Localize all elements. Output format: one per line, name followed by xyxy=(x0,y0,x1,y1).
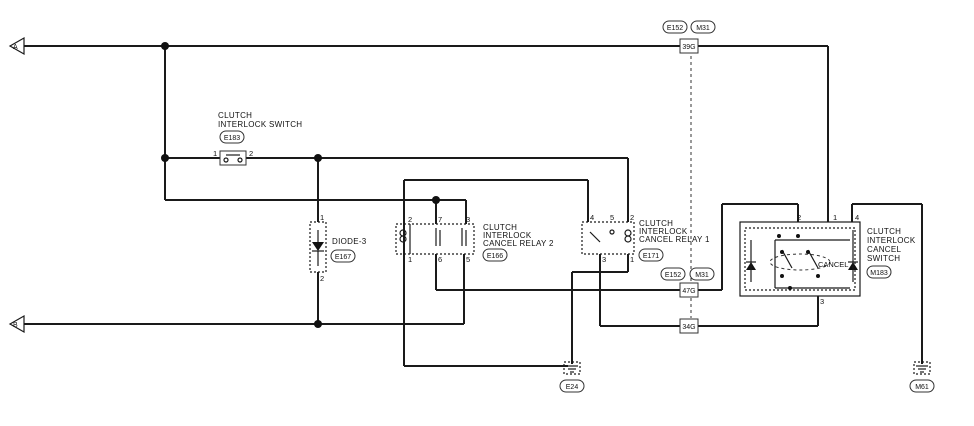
svg-text:INTERLOCK: INTERLOCK xyxy=(483,231,532,240)
svg-text:2: 2 xyxy=(630,213,634,222)
svg-text:47G: 47G xyxy=(682,288,695,295)
svg-text:3: 3 xyxy=(820,297,824,306)
connector-e167: E167 xyxy=(335,254,351,261)
svg-text:CLUTCH: CLUTCH xyxy=(483,223,517,232)
svg-text:SWITCH: SWITCH xyxy=(867,254,900,263)
joint-39g: 39G xyxy=(679,38,699,54)
clutch-interlock-switch: CLUTCH INTERLOCK SWITCH E183 1 2 xyxy=(213,111,302,166)
svg-text:INTERLOCK SWITCH: INTERLOCK SWITCH xyxy=(218,120,302,129)
svg-text:CANCEL RELAY 2: CANCEL RELAY 2 xyxy=(483,239,554,248)
svg-text:4: 4 xyxy=(590,213,594,222)
cancel-text: CANCEL xyxy=(818,260,848,269)
port-b-label: B xyxy=(13,322,18,329)
svg-text:CLUTCH: CLUTCH xyxy=(639,219,673,228)
svg-text:2: 2 xyxy=(408,215,412,224)
connector-m31-mid: M31 xyxy=(695,272,709,279)
svg-text:5: 5 xyxy=(610,213,614,222)
clutch-interlock-cancel-switch: CANCEL 2 1 4 3 CLUTCH INTERLOCK CANCEL S… xyxy=(739,213,916,306)
port-b: B xyxy=(8,314,25,334)
svg-text:5: 5 xyxy=(466,255,470,264)
svg-text:CLUTCH: CLUTCH xyxy=(867,227,901,236)
cancel-relay-2: 2 7 3 1 6 5 CLUTCH INTERLOCK CANCEL RELA… xyxy=(395,215,554,264)
port-a-label: A xyxy=(13,44,18,51)
joint-34g: 34G xyxy=(679,318,699,334)
connector-e152-top: E152 xyxy=(667,25,683,32)
connector-e183: E183 xyxy=(224,135,240,142)
ground-e24: E24 xyxy=(559,361,585,393)
svg-text:7: 7 xyxy=(438,215,442,224)
diode-3: 1 2 DIODE-3 E167 xyxy=(309,213,367,283)
connector-tags-top: E152 M31 xyxy=(662,20,716,34)
connector-e166: E166 xyxy=(487,253,503,260)
connector-m31-top: M31 xyxy=(696,25,710,32)
joint-47g: 47G xyxy=(679,282,699,298)
ground-m61: M61 xyxy=(909,361,935,393)
svg-text:3: 3 xyxy=(602,255,606,264)
cancel-relay-1: 4 5 2 3 1 CLUTCH INTERLOCK CANCEL RELAY … xyxy=(581,213,710,264)
connector-tags-mid: E152 M31 xyxy=(660,267,715,281)
svg-text:4: 4 xyxy=(855,213,859,222)
svg-text:34G: 34G xyxy=(682,324,695,331)
port-a: A xyxy=(8,36,25,56)
svg-text:INTERLOCK: INTERLOCK xyxy=(639,227,688,236)
connector-m183: M183 xyxy=(870,270,888,277)
connector-e171: E171 xyxy=(643,253,659,260)
diode-label: DIODE-3 xyxy=(332,237,367,246)
svg-text:1: 1 xyxy=(213,149,217,158)
svg-text:1: 1 xyxy=(408,255,412,264)
svg-text:CANCEL RELAY 1: CANCEL RELAY 1 xyxy=(639,235,710,244)
svg-text:6: 6 xyxy=(438,255,442,264)
svg-text:1: 1 xyxy=(320,213,324,222)
connector-e152-mid: E152 xyxy=(665,272,681,279)
svg-text:1: 1 xyxy=(630,255,634,264)
svg-text:2: 2 xyxy=(797,213,801,222)
svg-text:CANCEL: CANCEL xyxy=(867,245,902,254)
svg-text:2: 2 xyxy=(320,274,324,283)
connector-m61: M61 xyxy=(915,384,929,391)
svg-text:39G: 39G xyxy=(682,44,695,51)
wires xyxy=(24,45,923,367)
svg-text:3: 3 xyxy=(466,215,470,224)
svg-text:1: 1 xyxy=(833,213,837,222)
junctions xyxy=(161,42,440,328)
svg-text:CLUTCH: CLUTCH xyxy=(218,111,252,120)
svg-text:INTERLOCK: INTERLOCK xyxy=(867,236,916,245)
svg-text:2: 2 xyxy=(249,149,253,158)
connector-e24: E24 xyxy=(566,384,579,391)
